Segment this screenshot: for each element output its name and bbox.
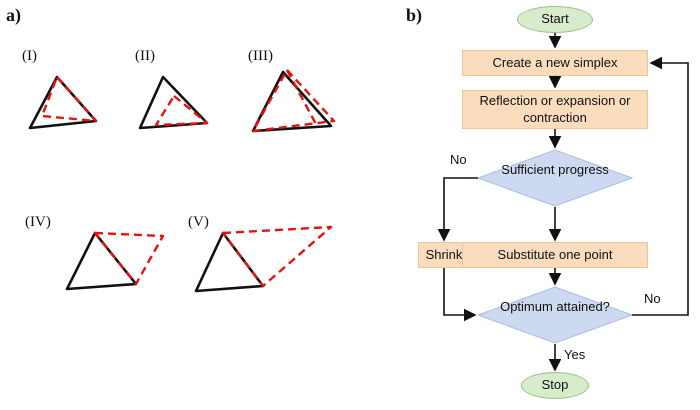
simplex-label-V: (V) [188, 214, 209, 230]
arrow-sufficient-no-to-shrink [437, 177, 478, 242]
panel-a-label: a) [6, 5, 21, 25]
simplex-label-IV: (IV) [25, 214, 51, 230]
black-simplex [251, 70, 333, 133]
black-simplex [194, 231, 265, 293]
red-simplex-dashed [154, 94, 209, 127]
create-simplex-node: Create a new simplex [462, 50, 648, 76]
flow-arrows [437, 33, 689, 372]
substitute-one-point-node: Substitute one point [462, 242, 648, 268]
shrink-node: Shrink [418, 242, 470, 268]
arrow-shrink-to-optimum [443, 268, 477, 322]
black-simplex [65, 231, 138, 291]
sufficient-progress-diamond [476, 149, 634, 207]
simplex-figure-IV [65, 231, 165, 291]
simplex-figure-V [194, 225, 333, 293]
optimum-attained-diamond [476, 286, 634, 344]
simplex-label-I: (I) [22, 48, 37, 64]
edge-label-yes: Yes [564, 347, 586, 362]
reflection-expansion-contraction-node: Reflection or expansion or contraction [462, 90, 648, 129]
start-node: Start [517, 6, 593, 33]
sufficient-progress-label: Sufficient progress [501, 162, 609, 177]
red-simplex-dashed [40, 75, 98, 123]
red-simplex-dashed [251, 68, 336, 133]
optimum-attained-label: Optimum attained? [500, 299, 610, 314]
arrow-optimum-no-to-create [632, 56, 689, 316]
stop-node: Stop [521, 372, 589, 399]
simplex-figure-I [28, 75, 98, 130]
panel-b-label: b) [406, 5, 423, 25]
black-simplex [138, 75, 209, 130]
red-simplex-inner-edge [285, 69, 319, 127]
red-simplex-dashed [221, 225, 333, 288]
simplex-figure-III [251, 68, 336, 133]
edge-label-no-left: No [450, 152, 467, 167]
simplex-label-III: (III) [248, 48, 273, 64]
simplex-label-II: (II) [135, 48, 155, 64]
simplex-figure-II [138, 75, 209, 130]
edge-label-no-right: No [644, 291, 661, 306]
red-simplex-dashed [93, 231, 165, 286]
